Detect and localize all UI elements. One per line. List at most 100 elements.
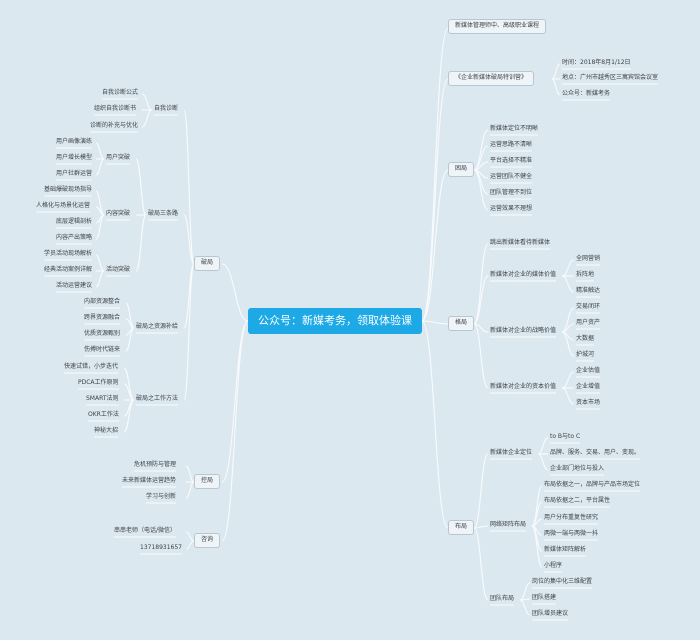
method-item[interactable]: 快速试错，小步迭代 [64,363,119,370]
situation-item[interactable]: 跳出新媒体看待新媒体 [490,239,551,246]
team-item[interactable]: 团队搭建 [532,594,557,601]
content-item[interactable]: 人格化与场景化运营 [36,202,91,209]
activity-breakthrough[interactable]: 活动突破 [106,266,131,273]
dilemma-item[interactable]: 运营思路不清晰 [490,141,533,148]
layout-topic[interactable]: 布局 [448,520,475,535]
method-item[interactable]: OKR工作法 [88,411,119,418]
media-value-item[interactable]: 拆阵地 [576,271,595,278]
matrix-item[interactable]: 两微一端与两微一抖 [544,530,599,537]
connector-line [183,263,195,401]
method-item[interactable]: SMART法则 [86,395,119,402]
connector-line [95,214,105,240]
connector-line [135,214,147,272]
connector-line [185,531,195,542]
self-diagnosis-item[interactable]: 自我诊断公式 [102,89,139,96]
resource-supply[interactable]: 破局之资源补给 [136,323,179,330]
strategic-value[interactable]: 新媒体对企业的战略价值 [490,327,557,334]
positioning-item[interactable]: 企业部门地位与投入 [550,465,605,472]
dilemma-item[interactable]: 平台选择不精准 [490,157,533,164]
team-layout[interactable]: 团队布局 [490,595,515,602]
matrix-item[interactable]: 布局依据之一，品牌与产品市场定位 [544,481,641,488]
capital-value[interactable]: 新媒体对企业的资本价值 [490,383,557,390]
media-value[interactable]: 新媒体对企业的媒体价值 [490,271,557,278]
three-plays[interactable]: 破局三条路 [148,210,179,217]
connector-line [95,254,105,272]
control-topic[interactable]: 控局 [194,474,221,489]
user-item[interactable]: 用户增长模型 [56,154,93,161]
strategic-value-item[interactable]: 护城河 [576,351,595,358]
training-account[interactable]: 公众号：新媒考务 [562,90,611,97]
content-item[interactable]: 基础爆破现场指导 [44,186,93,193]
capital-value-item[interactable]: 资本市场 [576,399,601,406]
activity-item[interactable]: 经典活动案例详解 [44,266,93,273]
capital-value-item[interactable]: 企业估值 [576,367,601,374]
control-item[interactable]: 未来新媒体运营趋势 [122,477,177,484]
enterprise-positioning[interactable]: 新媒体企业定位 [490,449,533,456]
content-item[interactable]: 内容产出策略 [56,234,93,241]
connector-line [561,331,575,357]
user-item[interactable]: 用户画像演练 [56,138,93,145]
training-topic[interactable]: 《企业新媒体破局特训营》 [448,71,535,86]
capital-value-item[interactable]: 企业增值 [576,383,601,390]
consult-phone[interactable]: 13718931657 [140,544,182,551]
content-item[interactable]: 底层逻辑剖析 [56,218,93,225]
method-item[interactable]: 神秘大招 [94,427,119,434]
connector-line [473,243,489,325]
user-item[interactable]: 用户社群运营 [56,170,93,177]
training-location[interactable]: 地点：广州市越秀区三寓宾馆会议室 [562,74,659,81]
content-breakthrough[interactable]: 内容突破 [106,210,131,217]
dilemma-topic[interactable]: 困局 [448,162,475,177]
training-time[interactable]: 时间：2018年8月1/12日 [562,59,631,66]
media-value-item[interactable]: 精准触达 [576,287,601,294]
connector-line [185,465,195,483]
work-methods[interactable]: 破局之工作方法 [136,395,179,402]
user-breakthrough[interactable]: 用户突破 [106,154,131,161]
media-value-item[interactable]: 全网营销 [576,255,601,262]
dilemma-item[interactable]: 运营团队不健全 [490,173,533,180]
method-item[interactable]: PDCA工作原则 [78,379,119,386]
breaking-topic[interactable]: 破局 [194,256,221,271]
team-item[interactable]: 岗位的集中化三维配置 [532,578,593,585]
team-item[interactable]: 团队增员建议 [532,610,569,617]
positioning-item[interactable]: to B与to C [550,433,581,440]
consult-teacher[interactable]: 串串老师（电话/微信） [114,527,177,534]
connector-line [473,323,489,333]
connector-line [561,259,575,277]
connector-line [183,109,195,265]
strategic-value-item[interactable]: 用户资产 [576,319,601,326]
activity-item[interactable]: 学员活动现场解析 [44,250,93,257]
self-diagnosis-item[interactable]: 组织自我诊断书 [94,105,137,112]
self-diagnosis[interactable]: 自我诊断 [154,105,179,112]
strategic-value-item[interactable]: 大数据 [576,335,595,342]
matrix-layout[interactable]: 网络矩阵布局 [490,521,527,528]
consult-topic[interactable]: 咨询 [194,533,221,548]
connector-line [421,320,449,529]
connector-line [473,525,489,529]
matrix-item[interactable]: 新媒体矩阵解析 [544,546,587,553]
connector-line [473,169,489,211]
dilemma-item[interactable]: 新媒体定位不明晰 [490,125,539,132]
resource-item[interactable]: 跨界资源融合 [84,314,121,321]
matrix-item[interactable]: 用户分布重复性研究 [544,514,599,521]
connector-line [537,453,549,471]
dilemma-item[interactable]: 团队管理不到位 [490,189,533,196]
dilemma-item[interactable]: 运营效果不理想 [490,205,533,212]
matrix-item[interactable]: 布局依据之二，平台属性 [544,497,611,504]
course-topic[interactable]: 新媒体管理师中、高级职业课程 [448,19,547,34]
connector-line [473,275,489,325]
situation-topic[interactable]: 格局 [448,316,475,331]
strategic-value-item[interactable]: 交易闭环 [576,303,601,310]
activity-item[interactable]: 活动运营建议 [56,282,93,289]
self-diagnosis-item[interactable]: 诊断的补充与优化 [90,122,139,129]
resource-item[interactable]: 伤搏时代链来 [84,346,121,353]
positioning-item[interactable]: 品牌、服务、交易、用户、变现。 [550,449,641,456]
resource-item[interactable]: 优质资源甄别 [84,330,121,337]
connector-line [519,599,531,616]
connector-line [421,78,449,322]
control-item[interactable]: 学习与创新 [146,493,177,500]
matrix-item[interactable]: 小程序 [544,562,563,569]
resource-item[interactable]: 内部资源整合 [84,298,121,305]
root-topic[interactable]: 公众号：新媒考务，领取体验课 [248,308,422,334]
control-item[interactable]: 危机预防与管理 [134,461,177,468]
